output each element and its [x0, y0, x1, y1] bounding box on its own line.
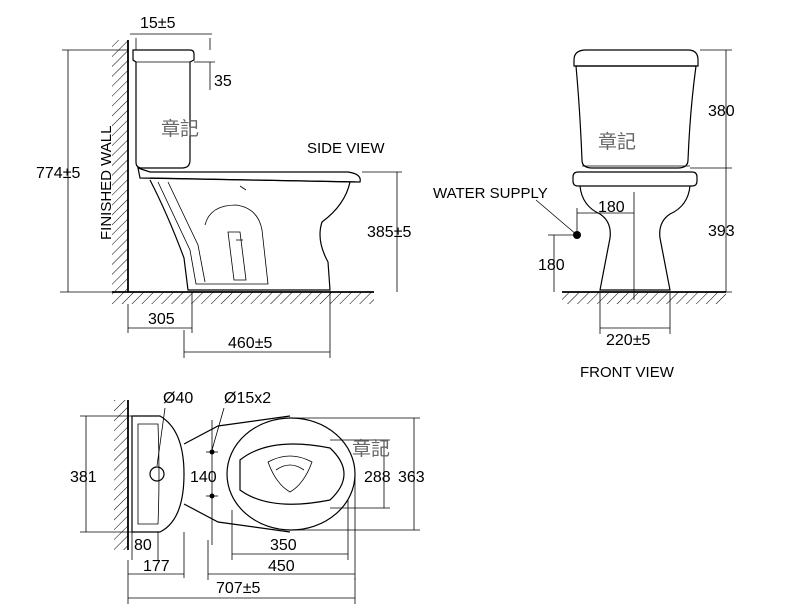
label-water-supply: WATER SUPPLY [433, 185, 548, 202]
dim-hole-offset: 177 [143, 558, 170, 575]
dim-bolt-spacing: 140 [190, 469, 217, 486]
plan-wall-hatch [114, 400, 128, 550]
side-wall-hatch [112, 40, 128, 292]
plan-view: Ø40 Ø15x2 381 140 288 363 80 177 [70, 390, 425, 604]
dim-lid-thickness: 35 [214, 73, 232, 90]
dim-seat-height: 385±5 [367, 224, 411, 241]
dim-base-width: 220±5 [606, 332, 650, 349]
tank-hole [149, 466, 165, 482]
dim-total-height: 774±5 [36, 165, 80, 182]
dim-rough-in: 305 [148, 311, 175, 328]
dim-bowl-inner-length: 350 [270, 537, 297, 554]
label-side-view: SIDE VIEW [307, 140, 385, 157]
dim-depth: 460±5 [228, 335, 272, 352]
label-finished-wall: FINISHED WALL [98, 126, 115, 240]
dim-bowl-height: 393 [708, 223, 735, 240]
dim-tank-depth: 80 [134, 537, 152, 554]
dim-tank-width: 381 [70, 469, 97, 486]
dim-bowl-outer-width: 363 [398, 469, 425, 486]
dim-supply-height: 180 [538, 257, 565, 274]
label-front-view: FRONT VIEW [580, 364, 675, 381]
watermark-plan: 章記 [352, 438, 390, 460]
dim-bolt-diameter: Ø15x2 [224, 390, 271, 407]
watermark-side: 章記 [161, 118, 199, 140]
side-view: 15±5 35 774±5 FINISHED WALL SIDE VIEW 38… [36, 15, 411, 358]
watermark-front: 章記 [598, 131, 636, 153]
dim-supply-offset: 180 [598, 199, 625, 216]
dim-tank-height: 380 [708, 103, 735, 120]
side-floor-hatch [112, 292, 374, 304]
front-view: WATER SUPPLY 180 180 380 393 220±5 FRONT… [433, 49, 735, 381]
dim-bowl-length: 450 [268, 558, 295, 575]
dim-hole-diameter: Ø40 [163, 390, 193, 407]
dim-tank-offset: 15±5 [140, 15, 176, 32]
dim-bowl-inner-width: 288 [364, 469, 391, 486]
dim-total-length: 707±5 [216, 580, 260, 597]
front-floor-hatch [562, 292, 726, 304]
